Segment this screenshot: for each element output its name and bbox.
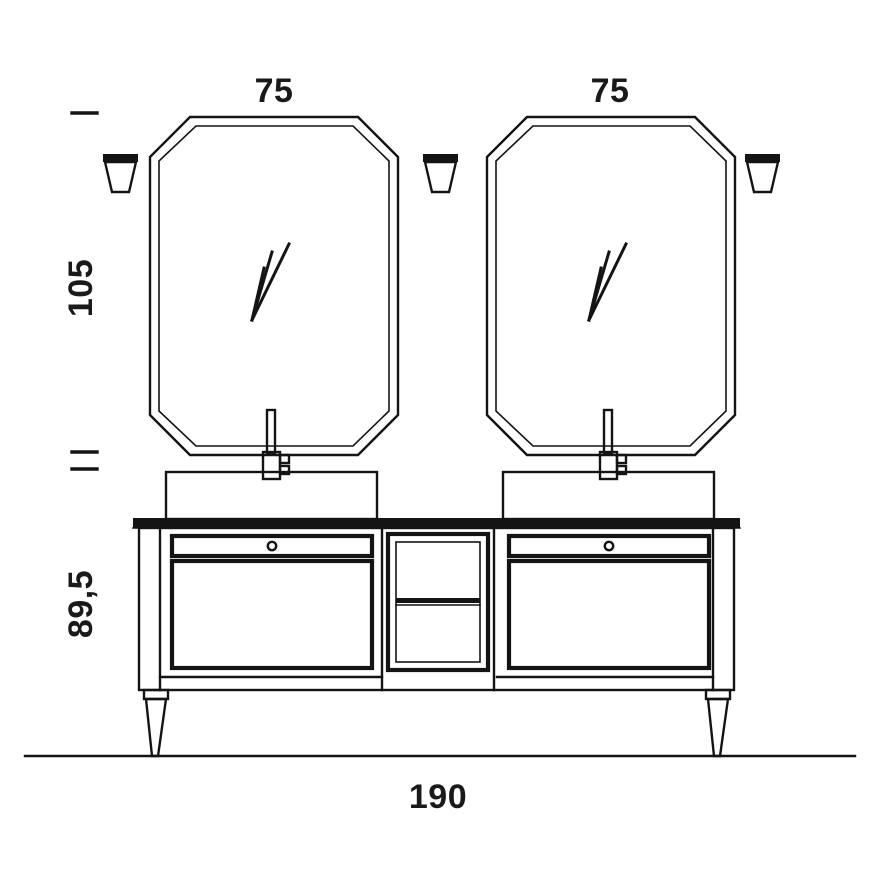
faucet-right-riser — [602, 408, 614, 456]
faucet-left-handle[interactable] — [278, 464, 291, 476]
sconce-center-shade-icon — [423, 160, 458, 194]
mirror-left-outer-frame — [148, 115, 400, 457]
sconce-left-cap-icon — [103, 154, 138, 162]
dimension-label-mirror-height: 105 — [62, 259, 100, 317]
faucet-right-spout — [615, 453, 628, 465]
drawer-left[interactable] — [169, 533, 375, 559]
sconce-center-cap-icon — [423, 154, 458, 162]
faucet-right-handle[interactable] — [615, 464, 628, 476]
shelf-unit-outer — [385, 531, 491, 673]
sconce-left-shade-icon — [103, 160, 138, 194]
dimension-label-vanity-height: 89,5 — [62, 570, 100, 638]
door-left[interactable] — [169, 558, 375, 671]
sconce-right-shade-icon — [745, 160, 780, 194]
faucet-left[interactable] — [261, 408, 291, 481]
mirror-right-outer-frame — [485, 115, 737, 457]
drawer-right-knob-icon[interactable] — [603, 540, 615, 552]
countertop-slab — [133, 518, 740, 528]
module-left — [158, 526, 384, 692]
mirror-right[interactable] — [485, 115, 737, 457]
mirror-left-glint-icon — [249, 241, 292, 323]
faucet-left-spout — [278, 453, 291, 465]
dimension-label-mirror-right-width: 75 — [591, 72, 630, 110]
faucet-left-riser — [265, 408, 277, 456]
sconce-right[interactable] — [745, 154, 780, 194]
door-right[interactable] — [506, 558, 712, 671]
mirror-left[interactable] — [148, 115, 400, 457]
mirror-left-inner-frame — [158, 125, 390, 447]
sconce-left[interactable] — [103, 154, 138, 194]
module-right — [495, 533, 715, 679]
countertop[interactable] — [132, 518, 741, 529]
sconce-right-cap-icon — [745, 154, 780, 162]
shelf-unit-center[interactable] — [385, 526, 496, 692]
shelf-divider — [396, 598, 480, 603]
dimension-tick-middle — [70, 450, 99, 471]
dimension-label-mirror-left-width: 75 — [255, 72, 294, 110]
faucet-right[interactable] — [598, 408, 628, 481]
drawer-right[interactable] — [506, 533, 712, 559]
cabinet-carcass-outline — [137, 526, 736, 692]
dimension-label-total-width: 190 — [409, 778, 467, 816]
mirror-right-inner-frame — [495, 125, 727, 447]
drawer-left-knob-icon[interactable] — [266, 540, 278, 552]
vanity-cabinet-body — [137, 526, 736, 692]
sconce-center[interactable] — [423, 154, 458, 194]
mirror-right-glint-icon — [586, 241, 629, 323]
